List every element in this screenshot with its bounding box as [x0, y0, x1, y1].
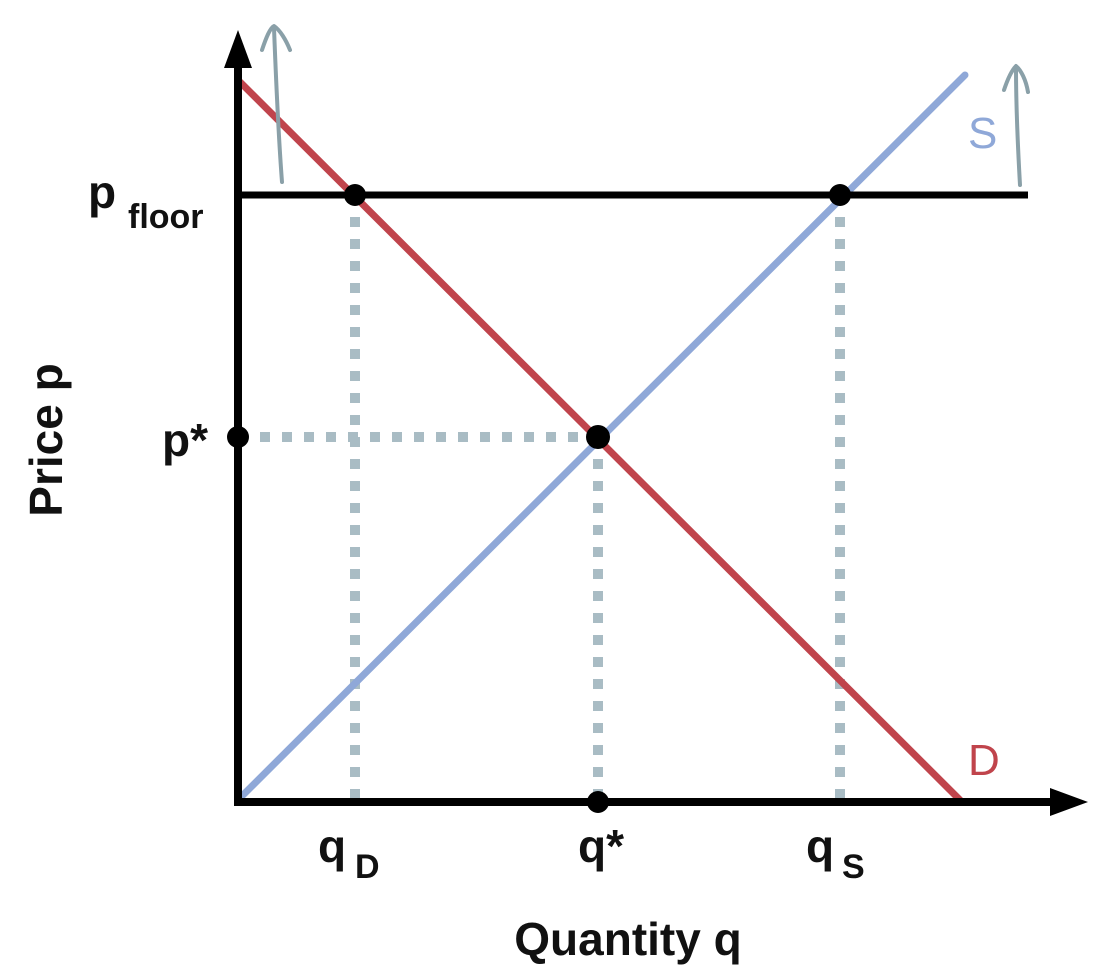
q-d-subscript: D [355, 848, 380, 886]
q-s-label: q [806, 820, 834, 872]
upward-hint-arrows [260, 24, 1030, 187]
point-floor-supply [829, 184, 851, 206]
y-axis-arrowhead [224, 30, 252, 68]
q-s-subscript: S [842, 848, 865, 886]
y-axis-title: Price p [20, 363, 72, 516]
points [227, 184, 851, 813]
left-up-arrowhead-icon [260, 24, 292, 52]
x-axis-title: Quantity q [514, 913, 741, 965]
point-equilibrium [586, 425, 610, 449]
p-floor-label: p [88, 166, 116, 218]
p-star-label: p* [162, 414, 208, 466]
q-star-label: q* [578, 820, 624, 872]
point-qstar-axis [587, 791, 609, 813]
x-axis-arrowhead [1050, 788, 1088, 816]
point-pstar-axis [227, 426, 249, 448]
guide-lines [238, 195, 845, 800]
p-floor-subscript: floor [128, 198, 204, 236]
left-up-arrow-icon [272, 26, 284, 184]
supply-label: S [968, 109, 997, 158]
right-up-arrow-icon [1014, 66, 1022, 187]
q-d-label: q [318, 820, 346, 872]
point-floor-demand [344, 184, 366, 206]
demand-label: D [968, 736, 1000, 785]
right-up-arrowhead-icon [1002, 64, 1030, 94]
